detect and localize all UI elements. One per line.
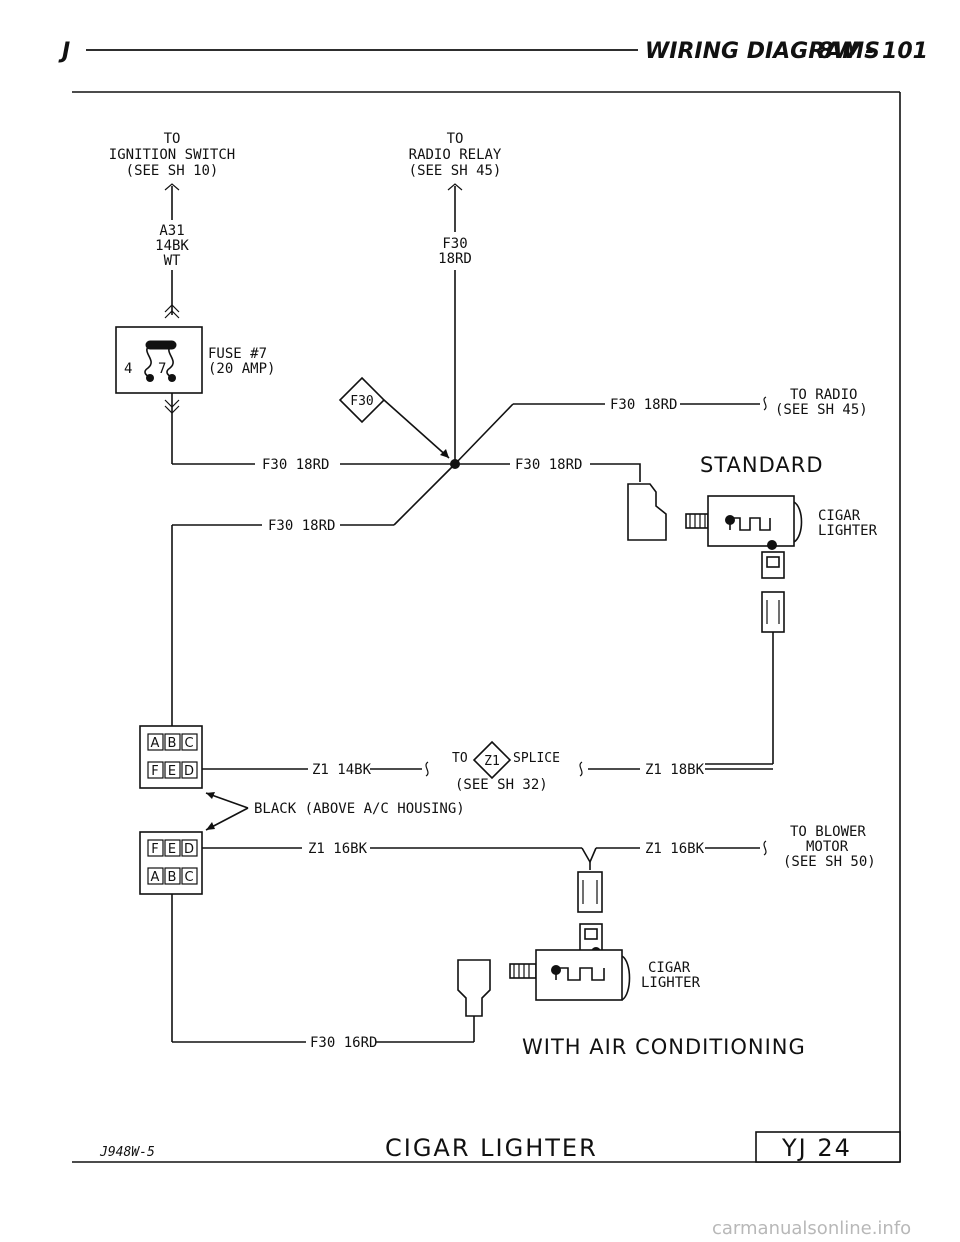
- cigar-lighter-ac: CIGAR LIGHTER: [457, 871, 701, 1017]
- to-radio-wire-label: F30 18RD: [610, 397, 677, 413]
- conn-top-cavity-c: C: [184, 736, 193, 751]
- cigar-lighter-standard: CIGAR LIGHTER: [627, 483, 878, 633]
- fuse-name: FUSE #7: [208, 346, 267, 362]
- ignition-ref: (SEE SH 10): [126, 163, 219, 179]
- z1-14bk-label: Z1 14BK: [312, 762, 372, 778]
- z1-18bk-label: Z1 18BK: [645, 762, 705, 778]
- fuse-pin-4: 4: [124, 361, 132, 377]
- wire-f30-top-id: F30: [442, 236, 467, 252]
- conn-top-cavity-b: B: [168, 736, 177, 751]
- page-header: J WIRING DIAGRAMS 8W - 101: [58, 39, 928, 64]
- radio-relay-name: RADIO RELAY: [409, 147, 502, 163]
- wire-f30-right-label: F30 18RD: [515, 457, 582, 473]
- z1-16bk-left-label: Z1 16BK: [308, 841, 368, 857]
- standard-label: STANDARD: [700, 453, 824, 477]
- blower-line3: (SEE SH 50): [783, 854, 876, 870]
- radio-relay-to: TO: [447, 131, 464, 147]
- splice-f30: F30: [338, 376, 386, 424]
- watermark: carmanualsonline.info: [712, 1218, 911, 1239]
- z1-splice-word: SPLICE: [513, 751, 560, 766]
- ignition-name: IGNITION SWITCH: [109, 147, 235, 163]
- wire-a31-gauge: 14BK: [155, 238, 189, 254]
- wire-f30-left-label: F30 18RD: [262, 457, 329, 473]
- z1-to: TO: [452, 751, 468, 766]
- to-radio-label: TO RADIO (SEE SH 45): [775, 387, 868, 418]
- conn-bottom-cavity-f: F: [151, 842, 158, 857]
- connector-bottom: F E D A B C: [139, 831, 203, 895]
- fuse-7: 4 7 FUSE #7 (20 AMP): [115, 326, 275, 394]
- ignition-switch-label: TO IGNITION SWITCH (SEE SH 10): [109, 131, 235, 179]
- with-ac-label: WITH AIR CONDITIONING: [522, 1035, 806, 1059]
- conn-top-cavity-a: A: [151, 736, 160, 751]
- blower-line1: TO BLOWER: [790, 824, 866, 840]
- conn-bottom-cavity-a: A: [151, 870, 160, 885]
- black-housing-note: BLACK (ABOVE A/C HOUSING): [254, 801, 465, 817]
- conn-bottom-cavity-e: E: [168, 842, 176, 857]
- wire-f30-top-label: F30 18RD: [438, 236, 472, 267]
- footer-code: J948W-5: [99, 1145, 155, 1160]
- conn-bottom-cavity-d: D: [184, 842, 194, 857]
- radio-relay-label: TO RADIO RELAY (SEE SH 45): [409, 131, 502, 179]
- fuse-pin-7: 7: [158, 361, 166, 377]
- to-radio-line2: (SEE SH 45): [775, 402, 868, 418]
- footer-badge: YJ 24: [781, 1134, 852, 1162]
- header-page-number: 8W - 101: [818, 39, 928, 64]
- conn-top-cavity-f: F: [151, 764, 158, 779]
- wire-f30-top-gauge: 18RD: [438, 251, 472, 267]
- splice-z1-label: Z1: [484, 754, 500, 769]
- header-left: J: [58, 39, 70, 64]
- ignition-to: TO: [164, 131, 181, 147]
- splice-f30-label: F30: [350, 394, 373, 409]
- cigar-lighter-bottom-line1: CIGAR: [648, 960, 691, 976]
- cigar-lighter-bottom-line2: LIGHTER: [641, 975, 701, 991]
- wire-f30-lower-label: F30 18RD: [268, 518, 335, 534]
- wire-a31-tracer: WT: [164, 253, 181, 269]
- conn-top-cavity-e: E: [168, 764, 176, 779]
- footer-title: CIGAR LIGHTER: [385, 1134, 598, 1162]
- page-footer: J948W-5 CIGAR LIGHTER YJ 24: [99, 1131, 901, 1163]
- wire-a31-id: A31: [159, 223, 184, 239]
- conn-bottom-cavity-c: C: [184, 870, 193, 885]
- header-title: WIRING DIAGRAMS: [645, 39, 880, 64]
- blower-line2: MOTOR: [806, 839, 849, 855]
- connector-top: A B C F E D: [139, 725, 203, 789]
- to-blower-label: TO BLOWER MOTOR (SEE SH 50): [783, 824, 876, 870]
- fuse-rating: (20 AMP): [208, 361, 275, 377]
- wire-a31-label: A31 14BK WT: [155, 223, 189, 269]
- conn-top-cavity-d: D: [184, 764, 194, 779]
- radio-relay-ref: (SEE SH 45): [409, 163, 502, 179]
- cigar-lighter-top-line2: LIGHTER: [818, 523, 878, 539]
- to-radio-line1: TO RADIO: [790, 387, 857, 403]
- z1-16bk-right-label: Z1 16BK: [645, 841, 705, 857]
- cigar-lighter-top-line1: CIGAR: [818, 508, 861, 524]
- z1-see: (SEE SH 32): [455, 777, 548, 793]
- conn-bottom-cavity-b: B: [168, 870, 177, 885]
- splice-z1: TO Z1 SPLICE (SEE SH 32): [452, 740, 560, 793]
- wire-f30-16rd-label: F30 16RD: [310, 1035, 377, 1051]
